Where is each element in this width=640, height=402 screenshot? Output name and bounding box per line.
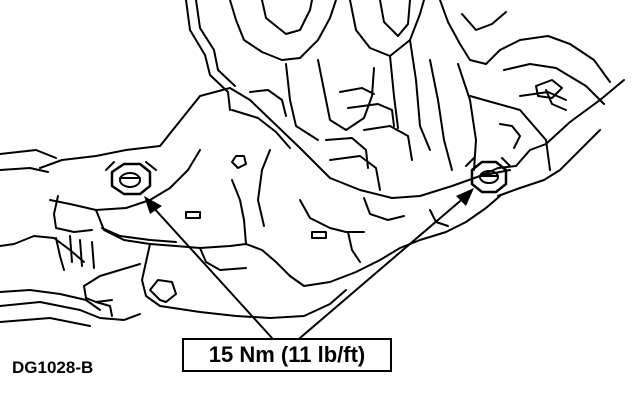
bolt-left <box>105 161 157 196</box>
arrowhead-left <box>144 196 162 214</box>
bolt-right <box>465 157 511 194</box>
arrowhead-right <box>456 188 474 206</box>
torque-spec-callout: 15 Nm (11 lb/ft) <box>182 338 392 372</box>
torque-label: 15 Nm (11 lb/ft) <box>208 342 366 367</box>
upper-housing <box>185 0 611 191</box>
mounting-bracket <box>39 87 511 319</box>
figure-id-label: DG1028-B <box>12 358 94 377</box>
right-frame <box>479 79 625 197</box>
leader-lines <box>151 195 467 339</box>
lower-frame <box>0 149 141 327</box>
